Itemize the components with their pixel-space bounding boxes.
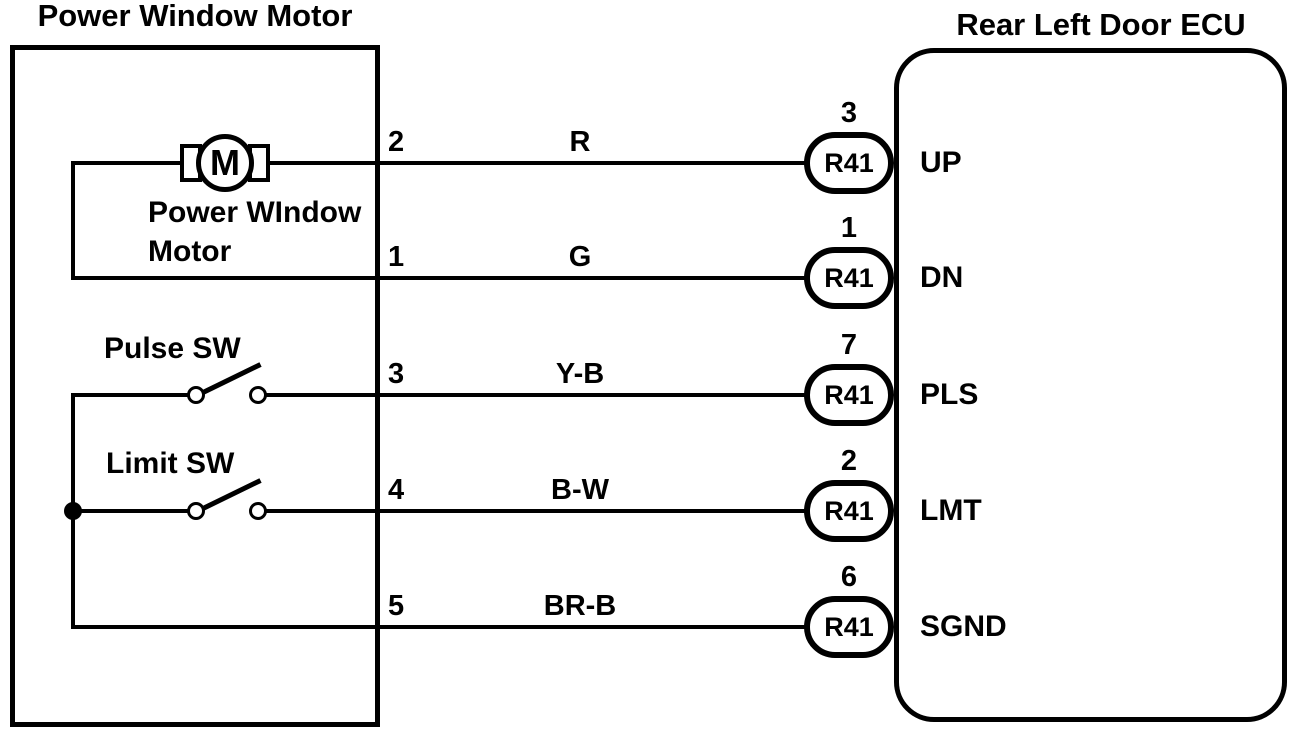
rear-left-door-ecu-box <box>894 48 1287 722</box>
motor-loop-wire <box>71 161 75 280</box>
wire-pls <box>266 393 805 397</box>
connector-oval: R41 <box>804 364 894 426</box>
ecu-pin-number: 7 <box>840 329 858 361</box>
ecu-terminal-label: LMT <box>920 494 982 527</box>
ecu-pin-number: 3 <box>840 97 858 129</box>
wire-color-label: B-W <box>551 474 609 506</box>
connector-code: R41 <box>824 611 874 642</box>
wire-color-label: R <box>569 126 591 158</box>
ecu-terminal-label: UP <box>920 146 962 179</box>
pulse-switch-contact-left <box>187 386 205 404</box>
wire-color-label: G <box>568 241 592 273</box>
wire-sgnd <box>73 625 805 629</box>
limit-switch-label: Limit SW <box>106 447 235 480</box>
ecu-pin-number: 6 <box>840 561 858 593</box>
motor-pin-number: 3 <box>388 358 405 390</box>
connector-oval: R41 <box>804 596 894 658</box>
wire-lmt-left-segment <box>73 509 188 513</box>
ecu-terminal-label: PLS <box>920 378 979 411</box>
wire-dn <box>73 276 805 280</box>
connector-code: R41 <box>824 495 874 526</box>
wire-color-label: Y-B <box>555 358 605 390</box>
wire-color-label: BR-B <box>543 590 617 622</box>
connector-oval: R41 <box>804 480 894 542</box>
motor-icon: M <box>196 134 254 192</box>
wire-up <box>73 161 805 165</box>
right-box-title: Rear Left Door ECU <box>956 7 1246 42</box>
motor-pin-number: 5 <box>388 590 405 622</box>
motor-label-line2: Motor <box>148 235 232 268</box>
wire-lmt <box>266 509 805 513</box>
motor-label-line1: Power WIndow <box>148 196 362 229</box>
connector-code: R41 <box>824 379 874 410</box>
left-box-title: Power Window Motor <box>37 0 353 33</box>
wire-junction-dot <box>64 502 82 520</box>
ecu-pin-number: 2 <box>840 445 858 477</box>
connector-code: R41 <box>824 262 874 293</box>
connector-oval: R41 <box>804 247 894 309</box>
ecu-terminal-label: DN <box>920 261 964 294</box>
motor-pin-number: 2 <box>388 126 405 158</box>
motor-symbol-letter: M <box>210 142 240 183</box>
limit-switch-contact-right <box>249 502 267 520</box>
connector-code: R41 <box>824 147 874 178</box>
pulse-switch-contact-right <box>249 386 267 404</box>
connector-oval: R41 <box>804 132 894 194</box>
power-window-motor-box <box>10 45 380 727</box>
pulse-switch-label: Pulse SW <box>104 332 241 365</box>
motor-pin-number: 4 <box>388 474 405 506</box>
wire-pls-left-segment <box>73 393 188 397</box>
ecu-terminal-label: SGND <box>920 610 1007 643</box>
limit-switch-contact-left <box>187 502 205 520</box>
ecu-pin-number: 1 <box>840 212 858 244</box>
motor-pin-number: 1 <box>388 241 405 273</box>
